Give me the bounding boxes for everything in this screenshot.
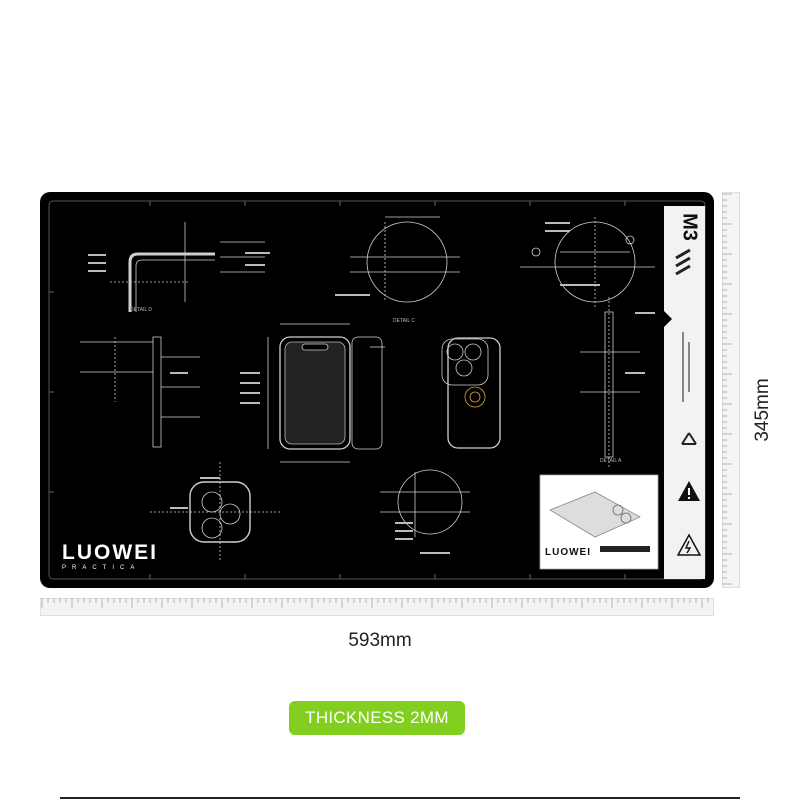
info-panel — [664, 206, 705, 579]
detail-d-label: DETAIL D — [130, 307, 152, 313]
detail-a-label: DETAIL A — [600, 458, 622, 464]
recycle-icon — [681, 432, 697, 445]
brand-subtitle: PRACTICA — [62, 565, 141, 571]
blueprint-mat — [40, 192, 714, 588]
brand-logo: LUOWEI PRACTICA — [62, 541, 158, 571]
height-dimension-text: 345mm — [752, 378, 773, 442]
inset-brand: LUOWEI — [545, 547, 591, 558]
horizontal-ruler — [40, 598, 714, 616]
height-dimension: 345mm — [745, 360, 781, 460]
width-dimension: 593mm — [348, 630, 412, 651]
divider-line — [60, 797, 740, 799]
warning-icon — [678, 481, 700, 501]
brand-name: LUOWEI — [62, 541, 158, 564]
model-label: M3 — [676, 207, 702, 247]
caution-icon — [676, 533, 702, 556]
model-text: M3 — [678, 213, 701, 241]
vertical-ruler — [722, 192, 740, 588]
thickness-badge: THICKNESS 2MM — [289, 701, 465, 735]
detail-c-label: DETAIL C — [393, 318, 415, 324]
